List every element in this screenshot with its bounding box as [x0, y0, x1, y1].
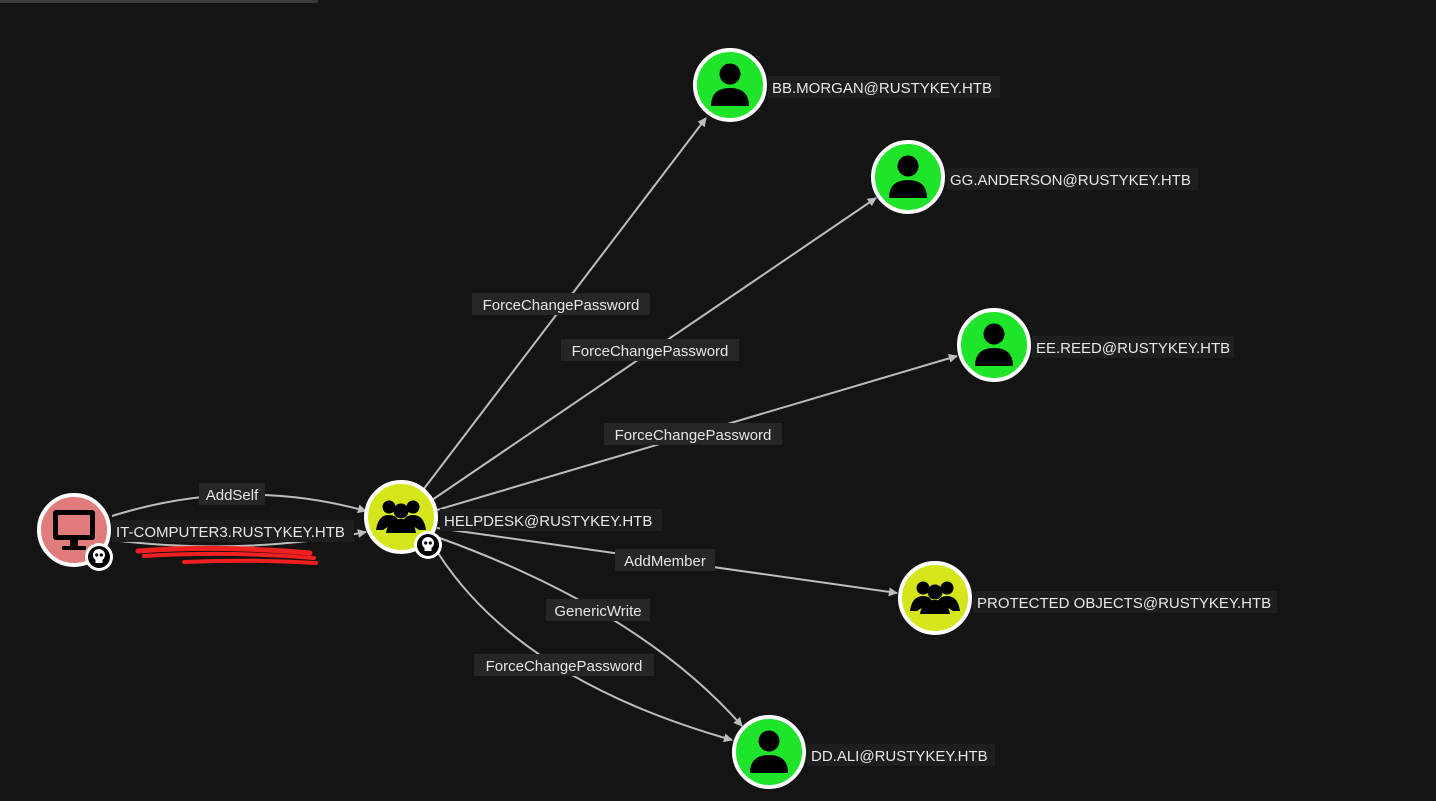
user-icon	[975, 323, 1013, 366]
skull-icon	[85, 543, 113, 571]
skull-icon	[414, 531, 442, 559]
node-bb-morgan[interactable]: BB.MORGAN@RUSTYKEY.HTB	[693, 48, 1000, 122]
edge-layer: AddSelf ForceChangePassword ForceChangeP…	[111, 117, 958, 743]
node-label: EE.REED@RUSTYKEY.HTB	[1036, 340, 1230, 357]
node-it-computer3[interactable]: IT-COMPUTER3.RUSTYKEY.HTB	[37, 493, 354, 571]
edge-addself[interactable]: AddSelf	[111, 483, 367, 517]
edge-label: ForceChangePassword	[486, 658, 643, 675]
edge-label: ForceChangePassword	[615, 427, 772, 444]
top-bar-handle	[0, 0, 318, 3]
user-icon	[750, 730, 788, 773]
redaction-mark	[135, 545, 318, 565]
group-icon	[376, 500, 426, 533]
node-protected-objects[interactable]: PROTECTED OBJECTS@RUSTYKEY.HTB	[898, 561, 1277, 635]
edge-helpdesk-dd-ali-forcechangepassword[interactable]: ForceChangePassword	[437, 552, 733, 743]
node-dd-ali[interactable]: DD.ALI@RUSTYKEY.HTB	[732, 715, 995, 789]
edge-helpdesk-bb-morgan[interactable]: ForceChangePassword	[422, 117, 707, 491]
computer-icon	[53, 510, 95, 550]
node-helpdesk[interactable]: HELPDESK@RUSTYKEY.HTB	[364, 480, 662, 559]
edge-helpdesk-dd-ali-genericwrite[interactable]: GenericWrite	[436, 536, 743, 727]
node-label: GG.ANDERSON@RUSTYKEY.HTB	[950, 172, 1191, 189]
edge-label: ForceChangePassword	[483, 297, 640, 314]
user-icon	[889, 155, 927, 198]
node-label: IT-COMPUTER3.RUSTYKEY.HTB	[116, 524, 345, 541]
group-icon	[910, 581, 960, 614]
node-gg-anderson[interactable]: GG.ANDERSON@RUSTYKEY.HTB	[871, 140, 1198, 214]
edge-label: GenericWrite	[554, 603, 641, 620]
edge-label: ForceChangePassword	[572, 343, 729, 360]
node-ee-reed[interactable]: EE.REED@RUSTYKEY.HTB	[957, 308, 1234, 382]
node-label: HELPDESK@RUSTYKEY.HTB	[444, 513, 652, 530]
edge-helpdesk-ee-reed[interactable]: ForceChangePassword	[436, 353, 958, 511]
node-label: DD.ALI@RUSTYKEY.HTB	[811, 748, 988, 765]
node-label: PROTECTED OBJECTS@RUSTYKEY.HTB	[977, 595, 1271, 612]
node-label: BB.MORGAN@RUSTYKEY.HTB	[772, 80, 992, 97]
user-icon	[711, 63, 749, 106]
edge-helpdesk-protected-objects[interactable]: AddMember	[436, 527, 898, 597]
edge-label: AddSelf	[206, 487, 259, 504]
edge-helpdesk-gg-anderson[interactable]: ForceChangePassword	[431, 197, 877, 501]
edge-label: AddMember	[624, 553, 706, 570]
